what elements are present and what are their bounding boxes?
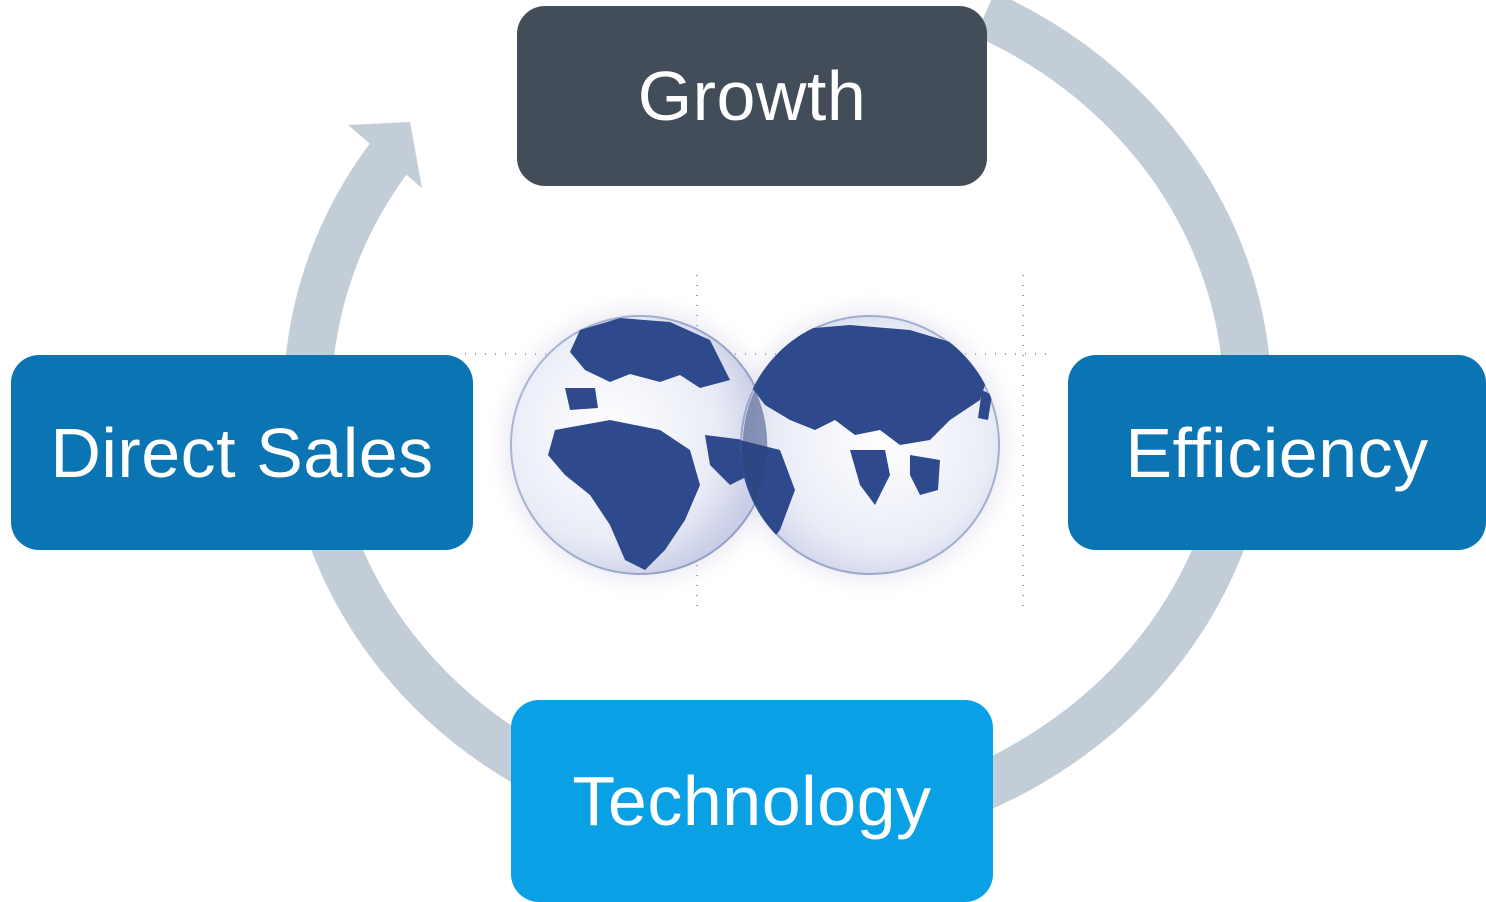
globe-right	[740, 315, 1000, 575]
growth-label: Growth	[637, 57, 867, 135]
technology-label: Technology	[572, 762, 932, 840]
cycle-arrowhead-icon	[348, 122, 422, 188]
technology-node: Technology	[511, 700, 993, 902]
direct-sales-label: Direct Sales	[50, 413, 434, 492]
globe-left	[510, 315, 770, 575]
twin-globes-image	[465, 275, 1055, 615]
efficiency-node: Efficiency	[1068, 355, 1486, 550]
direct-sales-node: Direct Sales	[11, 355, 473, 550]
efficiency-label: Efficiency	[1125, 413, 1429, 492]
growth-node: Growth	[517, 6, 987, 186]
